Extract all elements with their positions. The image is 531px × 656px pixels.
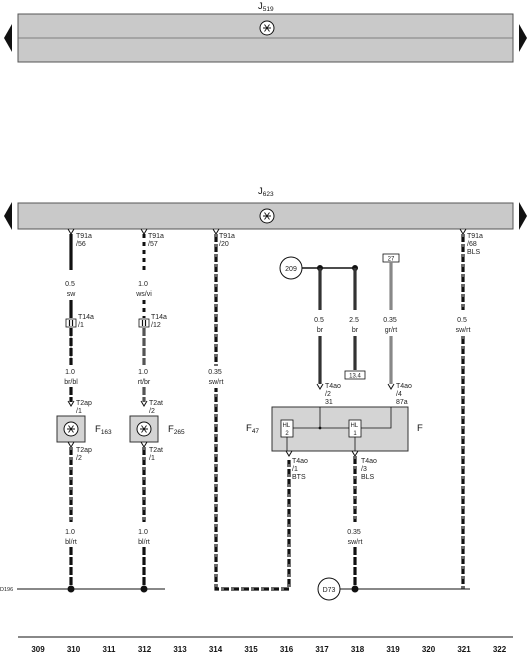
connector-label: T4ao /2 31: [325, 383, 343, 406]
svg-text:13.4: 13.4: [349, 374, 361, 380]
wire-label: 1.0 bl/rt: [65, 529, 77, 546]
svg-text:HL 2: HL 2: [282, 423, 291, 437]
svg-text:209: 209: [285, 266, 297, 273]
circuit-318-lower: T4ao /3 BLS 0.35 sw/rt: [347, 450, 379, 593]
circuit-319: 27 0.35 gr/rt T4ao /4 87a: [382, 253, 414, 406]
grid-number: 322: [493, 645, 507, 654]
right-arrow-icon: [519, 24, 527, 52]
connector-arrow-icon: [285, 450, 293, 457]
right-arrow-icon: [519, 202, 527, 230]
connector-label: T14a /1: [78, 314, 96, 329]
connector-label: T91a /56: [76, 233, 94, 248]
svg-text:HL 1: HL 1: [350, 423, 359, 437]
grid-number: 317: [315, 645, 329, 654]
sensor-f265: [129, 415, 159, 443]
connector-label: T4ao /1 BTS: [292, 458, 310, 481]
component-label: F: [417, 423, 423, 434]
connector-arrow-icon: [459, 228, 467, 235]
connector-arrow-icon: [67, 228, 75, 235]
left-arrow-icon: [4, 24, 12, 52]
wire-label: 1.0 rt/br: [138, 369, 151, 386]
grid-number-row: 309 310 311 312 313 314 315 316 317 318 319 320 321 3…: [18, 636, 513, 654]
connector-label: T91a /68 BLS: [467, 233, 485, 256]
grid-number: 320: [422, 645, 436, 654]
grid-number: 309: [31, 645, 45, 654]
circuit-312: T91a /57 1.0 ws/vi T14a /12 1.0 rt/br T2…: [129, 228, 185, 593]
ref-209: 209: [279, 256, 358, 280]
wire-label: 2.5 br: [349, 317, 361, 334]
connector-arrow-icon: [351, 450, 359, 457]
connector-arrow-icon: [140, 228, 148, 235]
wire-label: 1.0 br/bl: [64, 369, 78, 386]
ref-box: [344, 370, 366, 380]
connector-arrow-icon: [67, 441, 75, 448]
grid-number: 315: [244, 645, 258, 654]
wire-label: 1.0 ws/vi: [135, 281, 152, 298]
wire-label: 0.5 sw/rt: [456, 317, 471, 334]
ground-symbol-icon: [259, 20, 275, 36]
connector-label: T4ao /3 BLS: [361, 458, 379, 481]
grid-number: 314: [209, 645, 223, 654]
wire-label: 1.0 bl/rt: [138, 529, 150, 546]
grid-number: 312: [138, 645, 152, 654]
switch-f47: F47 HL 2 HL 1 F: [246, 406, 423, 452]
grid-number: 311: [103, 645, 116, 654]
ground-symbol-icon: [136, 421, 152, 437]
circuit-317: 0.5 br T4ao /2 31: [314, 268, 343, 406]
connector-plug-icon: [138, 318, 150, 328]
connector-arrow-icon: [316, 383, 324, 390]
connector-label: T14a /12: [151, 314, 169, 329]
left-arrow-icon: [4, 202, 12, 230]
connector-label: T2at /2: [149, 400, 165, 415]
ground-bus-d196: D196: [0, 587, 165, 593]
circuit-310: T91a /56 0.5 sw T14a /1 1.0 br/bl T2ap /…: [56, 228, 112, 593]
circuit-316-output: T4ao /1 BTS: [285, 450, 310, 481]
bus-d73: D73: [317, 577, 470, 601]
wire-label: 0.5 br: [314, 317, 326, 334]
module-j623: J623: [4, 186, 527, 230]
svg-text:27: 27: [388, 257, 395, 263]
grid-number: 313: [173, 645, 187, 654]
component-label: F265: [168, 424, 185, 436]
svg-text:D73: D73: [323, 587, 336, 594]
connector-label: T2ap /2: [76, 447, 94, 462]
connector-arrow-icon: [140, 400, 148, 407]
component-label: F163: [95, 424, 112, 436]
grid-number: 316: [280, 645, 294, 654]
grid-number: 310: [67, 645, 81, 654]
connector-arrow-icon: [387, 383, 395, 390]
wire-label: 0.35 sw/rt: [347, 529, 363, 546]
connector-plug-icon: [65, 318, 77, 328]
ground-symbol-icon: [63, 421, 79, 437]
component-label: F47: [246, 423, 259, 435]
module-j519-label: J519: [258, 1, 274, 13]
connector-label: T91a /20: [219, 233, 237, 248]
wire-label: 0.5 sw: [65, 281, 77, 298]
grid-number: 321: [457, 645, 471, 654]
wire-label: 0.35 sw/rt: [208, 369, 224, 386]
svg-text:D196: D196: [0, 587, 13, 593]
wire-label: 0.35 gr/rt: [383, 317, 399, 334]
grid-number: 318: [351, 645, 365, 654]
module-j519: J519: [4, 1, 527, 63]
connector-label: T91a /57: [148, 233, 166, 248]
connector-arrow-icon: [140, 441, 148, 448]
connector-label: T2ap /1: [76, 400, 94, 415]
connector-arrow-icon: [67, 400, 75, 407]
connector-label: T4ao /4 87a: [396, 383, 414, 406]
circuit-314: T91a /20 0.35 sw/rt: [200, 228, 291, 591]
grid-number: 319: [386, 645, 400, 654]
circuit-318-upper: 2.5 br 13.4: [344, 268, 366, 380]
ground-symbol-icon: [259, 208, 275, 224]
circuit-321: T91a /68 BLS 0.5 sw/rt: [456, 228, 485, 589]
module-j623-label: J623: [258, 186, 274, 198]
connector-label: T2at /1: [149, 447, 165, 462]
